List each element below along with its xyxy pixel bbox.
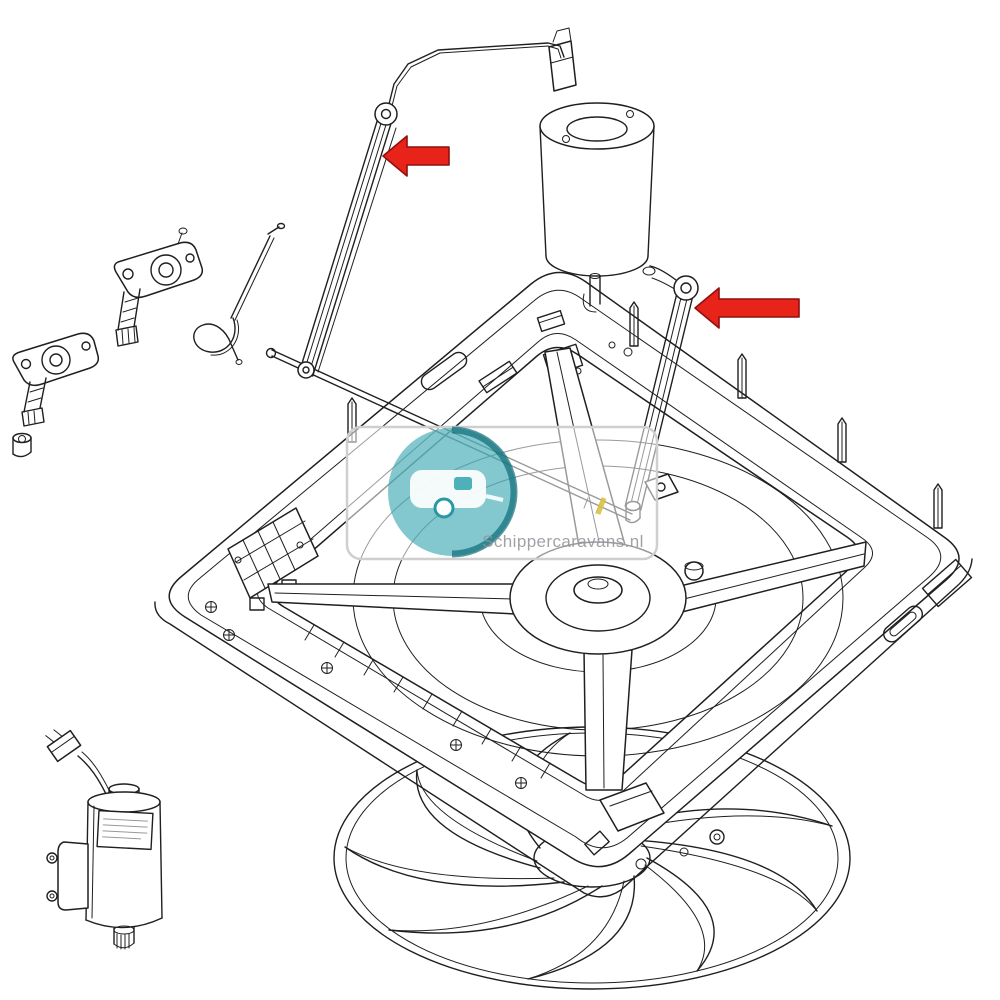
rim-clip [536,309,566,333]
screw-boss [515,777,527,789]
lock-nut [12,432,32,458]
arrow-left-lift-arm [382,135,450,177]
handle-recess [882,605,924,643]
screw-boss [321,662,333,674]
left-lift-arm [297,102,398,379]
bottom-hinge [584,782,725,870]
motor-wire [77,755,107,795]
callout-arrows [382,135,800,329]
rim-bracket [478,360,518,394]
arrow-right-lift-arm [694,287,800,329]
rim-slot [420,351,468,391]
center-hub [509,541,704,655]
caravan-icon [410,470,504,519]
watermark-text: Schippercaravans.nl [482,532,644,551]
power-connector [45,729,111,795]
hinge-mount-bracket [227,507,319,611]
hinge-bracket-lower [12,332,100,427]
lift-motor [539,27,655,313]
hinge-bracket-upper [113,227,204,347]
corner-bracket [921,558,973,608]
watermark-logo-ring [451,426,518,558]
rim-ribs [304,624,551,779]
screw-boss [450,739,462,751]
spring-crank-rod [193,222,286,365]
vent-housing-frame [154,271,973,898]
screw-boss [223,629,235,641]
screw-boss [205,601,217,613]
highlight-pin [595,497,607,515]
watermark: Schippercaravans.nl [345,425,659,561]
motor-label [96,809,154,851]
gear-motor [45,729,163,950]
bent-control-rod [387,42,565,111]
